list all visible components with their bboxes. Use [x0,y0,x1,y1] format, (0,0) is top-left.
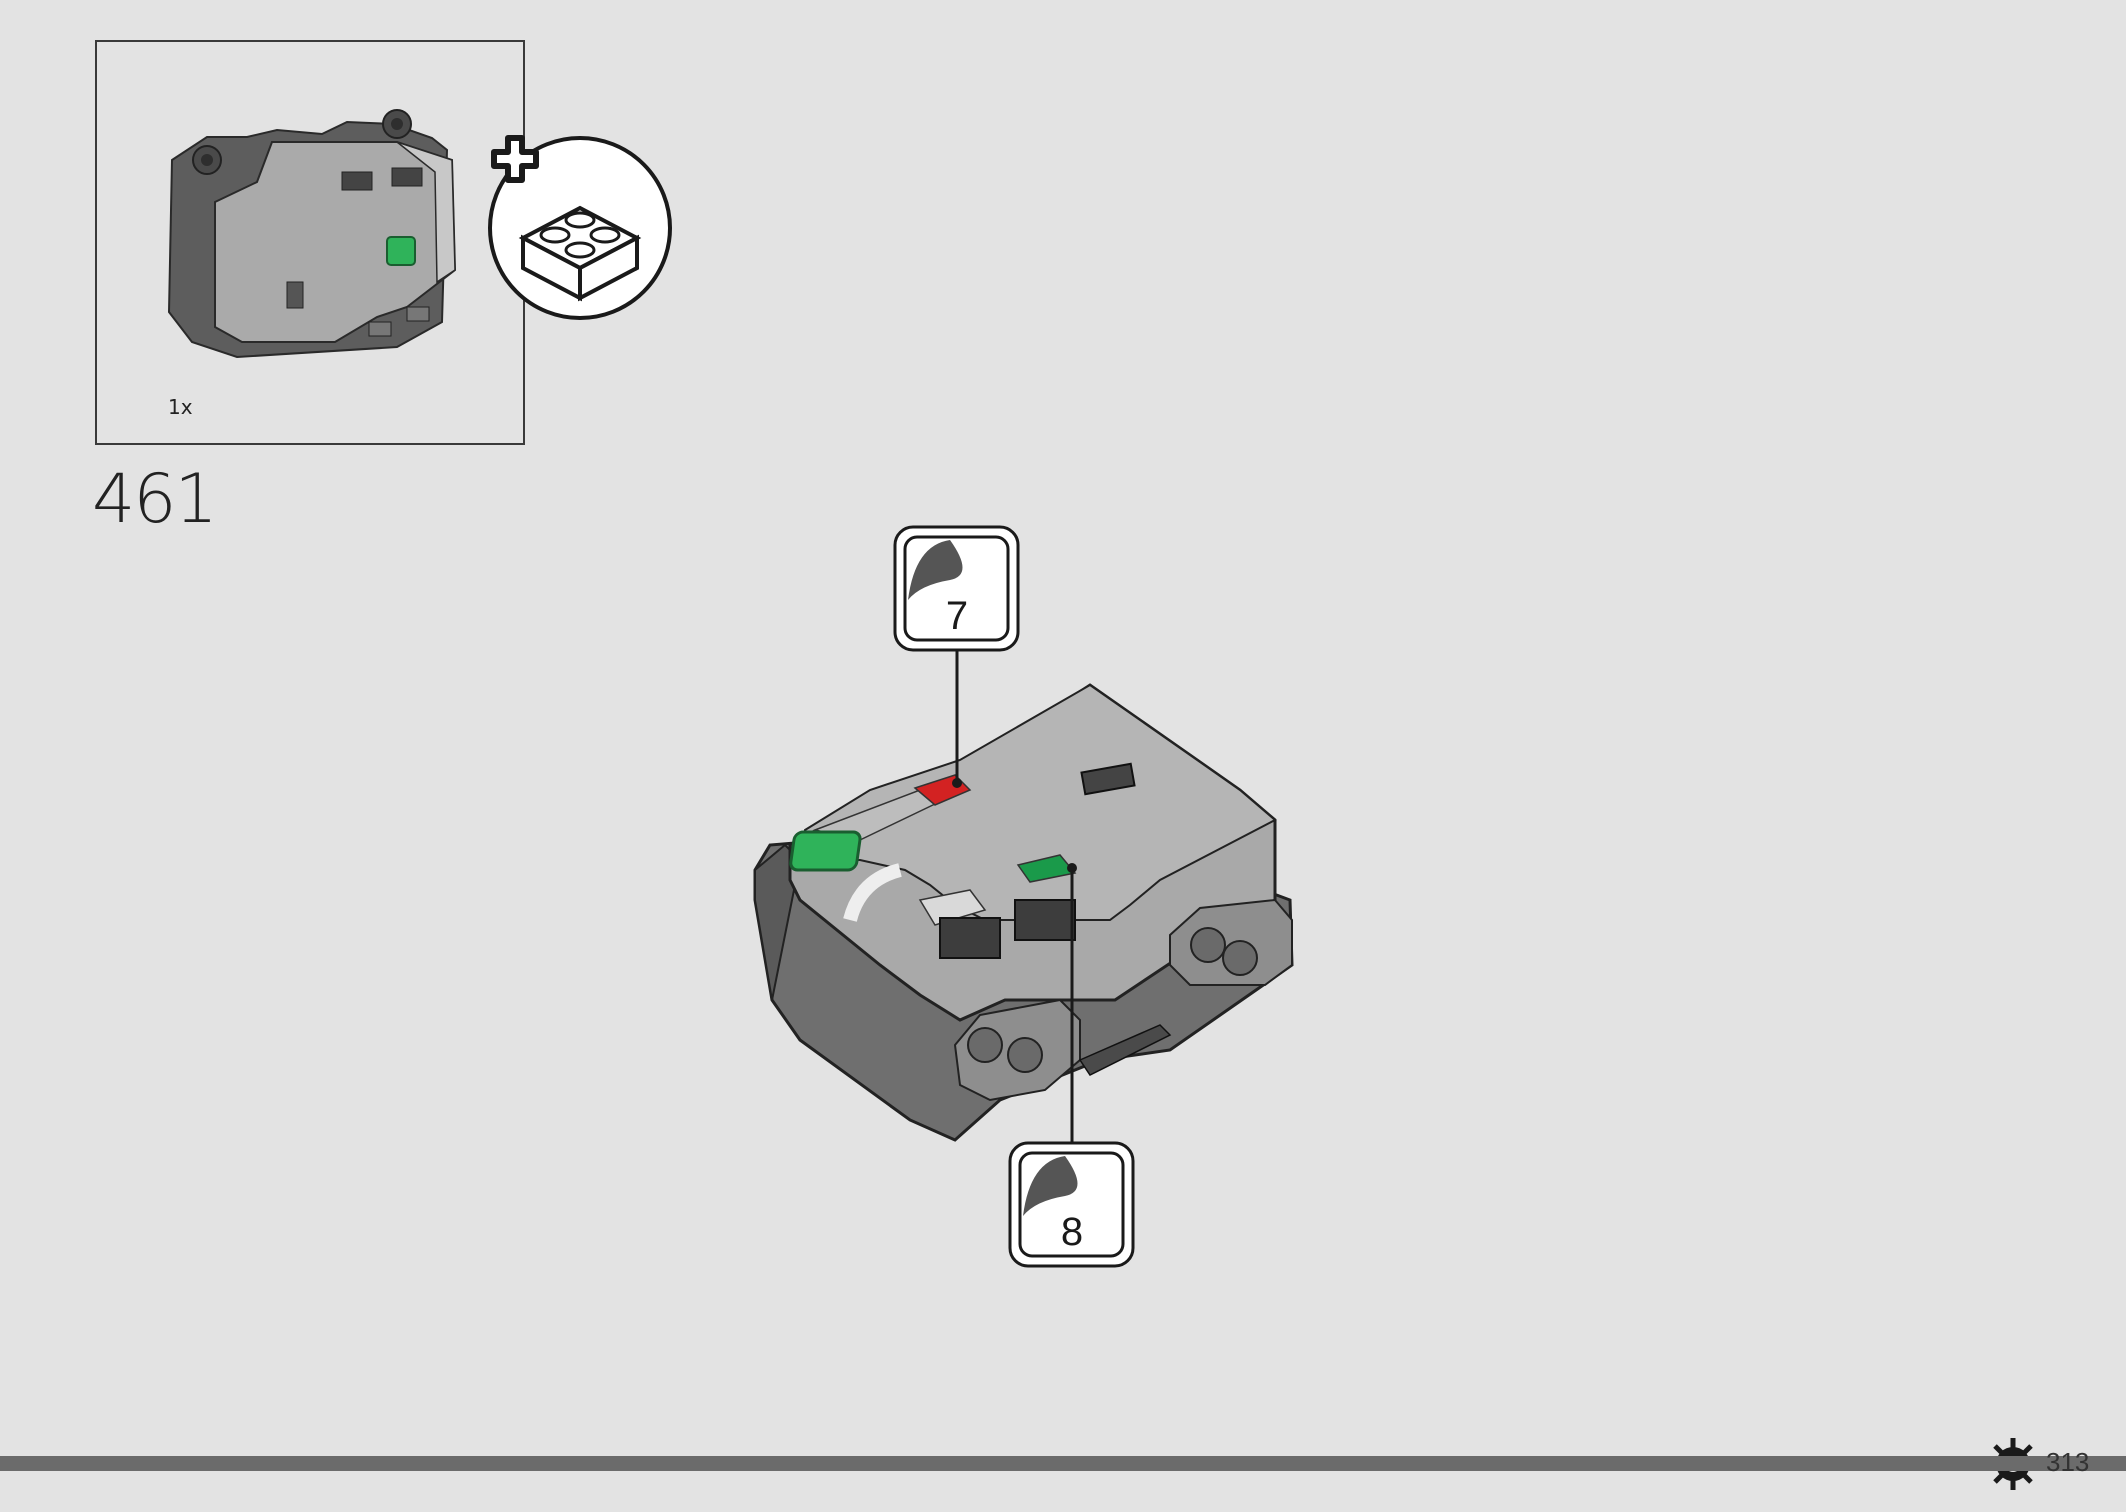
parts-list-box: 1x [95,40,525,445]
footer-bar [0,1456,2126,1471]
sticker-callout-8 [1008,863,1135,1268]
hub-illustration [753,683,1294,1142]
part-quantity: 1x [168,395,193,419]
add-parts-icon [488,135,672,320]
power-button [789,830,862,872]
port-b-sticker [1016,854,1077,883]
step-number: 461 [92,460,218,539]
page-number: 313 [2046,1447,2090,1477]
sticker-callout-7 [893,525,1020,788]
hub-part-image [167,109,457,359]
